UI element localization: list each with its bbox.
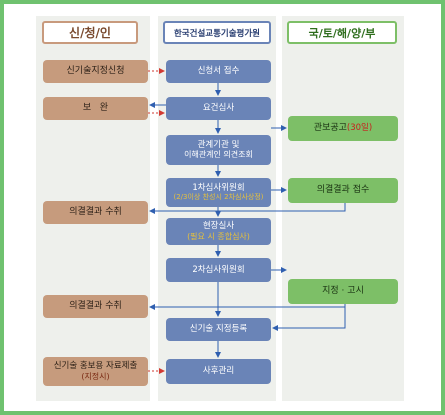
step-gazette-notice: 관보공고 (30일) bbox=[288, 116, 398, 141]
step-requirement-review: 요건심사 bbox=[166, 97, 271, 120]
step-label: 의결결과 수취 bbox=[69, 300, 122, 311]
step-label: 2차심사위원회 bbox=[192, 264, 245, 275]
step-supplement: 보 완 bbox=[43, 97, 148, 120]
header-evaluation-institute: 한국건설교통기술평가원 bbox=[163, 21, 271, 44]
horizontal-flow-arrows bbox=[148, 68, 346, 374]
step-sub-label: (필요 시 종합심사) bbox=[187, 231, 250, 241]
step-follow-up-management: 사후관리 bbox=[166, 359, 271, 384]
step-new-tech-registration: 신기술 지정등록 bbox=[166, 318, 271, 341]
step-label: 요건심사 bbox=[202, 103, 235, 114]
step-designation-notice: 지정 · 고시 bbox=[288, 279, 398, 304]
step-label: 1차심사위원회 bbox=[192, 182, 245, 193]
step-label: 지정 · 고시 bbox=[322, 285, 364, 296]
step-first-review-committee: 1차심사위원회 (2/3이상 찬성시 2차심사상정) bbox=[166, 178, 271, 207]
step-label: 신기술 홍보용 자료제출 bbox=[53, 361, 138, 372]
step-label: 의결결과 수취 bbox=[69, 206, 122, 217]
step-new-tech-application: 신기술지정신청 bbox=[43, 60, 148, 83]
step-sub-label: (지정시) bbox=[81, 371, 110, 381]
step-opinion-inquiry: 관계기관 및 이해관계인 의견조회 bbox=[166, 135, 271, 165]
step-label: 관보공고 bbox=[313, 122, 347, 133]
step-second-review-committee: 2차심사위원회 bbox=[166, 258, 271, 282]
step-sub-label: (30일) bbox=[346, 123, 373, 134]
right-column-bg bbox=[282, 16, 404, 401]
header-applicant: 신/청/인 bbox=[42, 21, 138, 44]
step-receive-result-1: 의결결과 수취 bbox=[43, 201, 148, 224]
step-sub-label: (2/3이상 찬성시 2차심사상정) bbox=[173, 193, 264, 202]
step-label: 보 완 bbox=[82, 102, 109, 113]
step-label: 신기술 지정등록 bbox=[189, 324, 248, 335]
step-application-receipt: 신청서 접수 bbox=[166, 60, 271, 83]
step-label: 신청서 접수 bbox=[197, 66, 240, 77]
step-receive-resolution: 의결결과 접수 bbox=[288, 178, 398, 203]
step-label: 신기술지정신청 bbox=[66, 65, 125, 76]
step-submit-promo-material: 신기술 홍보용 자료제출 (지정시) bbox=[43, 357, 148, 386]
step-label: 사후관리 bbox=[202, 366, 235, 377]
step-receive-result-2: 의결결과 수취 bbox=[43, 295, 148, 318]
step-sub-label: 이해관계인 의견조회 bbox=[184, 150, 253, 160]
step-site-inspection: 현장실사 (필요 시 종합심사) bbox=[166, 218, 271, 245]
header-ministry: 국/토/해/양/부 bbox=[287, 21, 397, 44]
step-label: 현장실사 bbox=[202, 221, 235, 232]
step-label: 의결결과 접수 bbox=[316, 184, 370, 195]
step-label: 관계기관 및 bbox=[197, 139, 240, 150]
